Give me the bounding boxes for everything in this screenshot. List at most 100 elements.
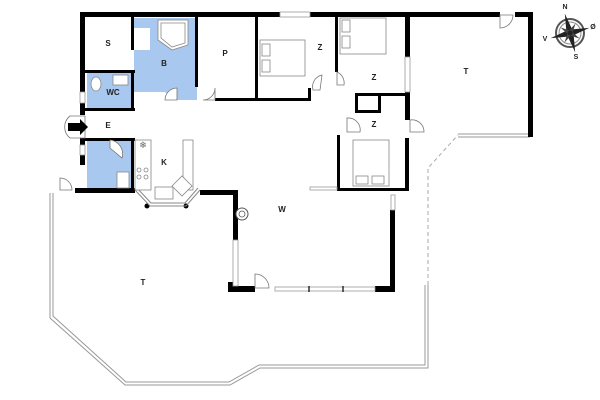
terrace-side-door <box>409 119 425 133</box>
bedroom2-east-wall-upper <box>405 12 410 57</box>
kitchen-bay-window-inner <box>136 187 199 204</box>
furniture: ❄ <box>90 17 390 221</box>
freezer-icon: ❄ <box>139 141 147 151</box>
south-terrace-edge-inner <box>52 193 426 383</box>
glass-partition <box>309 186 338 191</box>
utility-door <box>202 87 216 101</box>
terrace-door <box>499 14 514 29</box>
terrace-east-wall <box>528 12 533 137</box>
room-label-terrace-south: T <box>141 278 146 287</box>
living-east-wall <box>390 210 395 292</box>
wood-stove-inner <box>238 210 246 218</box>
bedroom1-door-jamb <box>308 88 311 101</box>
compass-west-point <box>550 30 570 39</box>
patio-door <box>59 177 73 191</box>
hob-3 <box>136 174 142 180</box>
compass-minor-1 <box>569 23 576 33</box>
storage-bath-wall <box>131 12 134 50</box>
window-utility <box>79 144 86 156</box>
compass-minor-4 <box>560 27 570 34</box>
window-bedroom2 <box>404 56 411 93</box>
pillow-3a <box>355 175 369 185</box>
bath-utility-wall <box>195 12 198 87</box>
kitchen-sink <box>171 175 193 197</box>
top-wall-west <box>80 12 280 17</box>
bedroom3-door <box>346 117 361 133</box>
pillow-2a <box>341 19 351 33</box>
top-wall-corner <box>515 12 533 17</box>
pillow-1b <box>261 59 271 73</box>
window-living-west <box>232 239 239 287</box>
utility-south-wall <box>75 188 135 193</box>
bedroom1-south-wall <box>215 98 310 101</box>
entrance-arrow-icon <box>68 119 88 135</box>
room-label-utility: P <box>222 49 228 58</box>
room-label-bathroom: B <box>161 59 167 68</box>
washer-dryer <box>116 171 130 189</box>
pillow-3b <box>371 175 385 185</box>
closet-bottom-wall <box>355 110 380 113</box>
wc-sink <box>112 74 129 86</box>
compass-minor-2 <box>570 32 580 39</box>
pillow-2b <box>341 35 351 49</box>
compass-north-label: N <box>562 4 567 11</box>
room-label-kitchen: K <box>161 158 167 167</box>
room-label-living-room: W <box>278 205 286 214</box>
toilet-bowl <box>90 76 102 92</box>
utility-kitchen-wall <box>131 138 134 193</box>
window-living-south <box>274 286 376 292</box>
hob-1 <box>136 167 142 173</box>
bedroom3-east-wall <box>405 138 409 190</box>
living-west-wall <box>233 190 238 240</box>
compass-south-point <box>567 33 576 53</box>
living-sw-corner <box>228 282 233 292</box>
utility-bedroom-wall <box>255 12 258 100</box>
hob-2 <box>143 167 149 173</box>
room-label-storage: S <box>105 39 111 48</box>
compass-minor-3 <box>564 33 571 43</box>
room-label-entrance: E <box>105 121 111 130</box>
room-label-terrace-north: T <box>464 67 469 76</box>
window-living-east <box>390 194 396 211</box>
top-wall-middle <box>310 12 410 17</box>
bath-door <box>164 87 178 101</box>
living-south-wall-west <box>228 286 255 292</box>
west-wall-bottom <box>80 155 85 165</box>
compass-center <box>567 30 573 36</box>
bedroom3-west-wall <box>337 135 340 190</box>
kitchen-south-wall-east <box>200 190 237 195</box>
hob-4 <box>143 174 149 180</box>
bathtub-inner <box>160 22 186 48</box>
window-bedroom1 <box>279 11 311 18</box>
bedroom1-door <box>312 74 323 91</box>
doors <box>59 14 514 289</box>
closet-left-wall <box>355 93 358 113</box>
bedroom3-south-wall <box>337 188 409 191</box>
room-label-bedroom-2: Z <box>372 73 377 82</box>
pillow-1a <box>261 43 271 57</box>
terrace-outlines <box>49 133 530 386</box>
compass-south-label: S <box>574 54 579 61</box>
dishwasher <box>154 186 174 200</box>
room-labels: S B P Z Z Z WC E K W T T <box>105 39 468 287</box>
compass-east-label: Ø <box>590 24 596 31</box>
compass-east-point <box>570 27 590 36</box>
windows <box>79 11 411 292</box>
living-door <box>254 273 270 289</box>
room-label-bedroom-1: Z <box>318 43 323 52</box>
bedroom2-door <box>336 71 345 86</box>
compass-rose-icon: N Ø S V <box>543 4 597 61</box>
compass-north-point <box>564 13 573 33</box>
kitchen-bay-window <box>134 189 201 207</box>
top-wall-east <box>405 12 500 17</box>
bedroom2-east-wall-lower <box>405 92 410 120</box>
bedroom1-bedroom2-wall <box>335 12 338 72</box>
south-terrace-edge <box>49 193 429 386</box>
walls <box>75 12 533 292</box>
wc-bath-wall <box>131 70 134 108</box>
room-label-toilet: WC <box>106 88 120 97</box>
closet-divider <box>378 93 381 113</box>
wc-entrance-wall <box>80 108 135 111</box>
entrance-utility-wall <box>80 138 135 141</box>
